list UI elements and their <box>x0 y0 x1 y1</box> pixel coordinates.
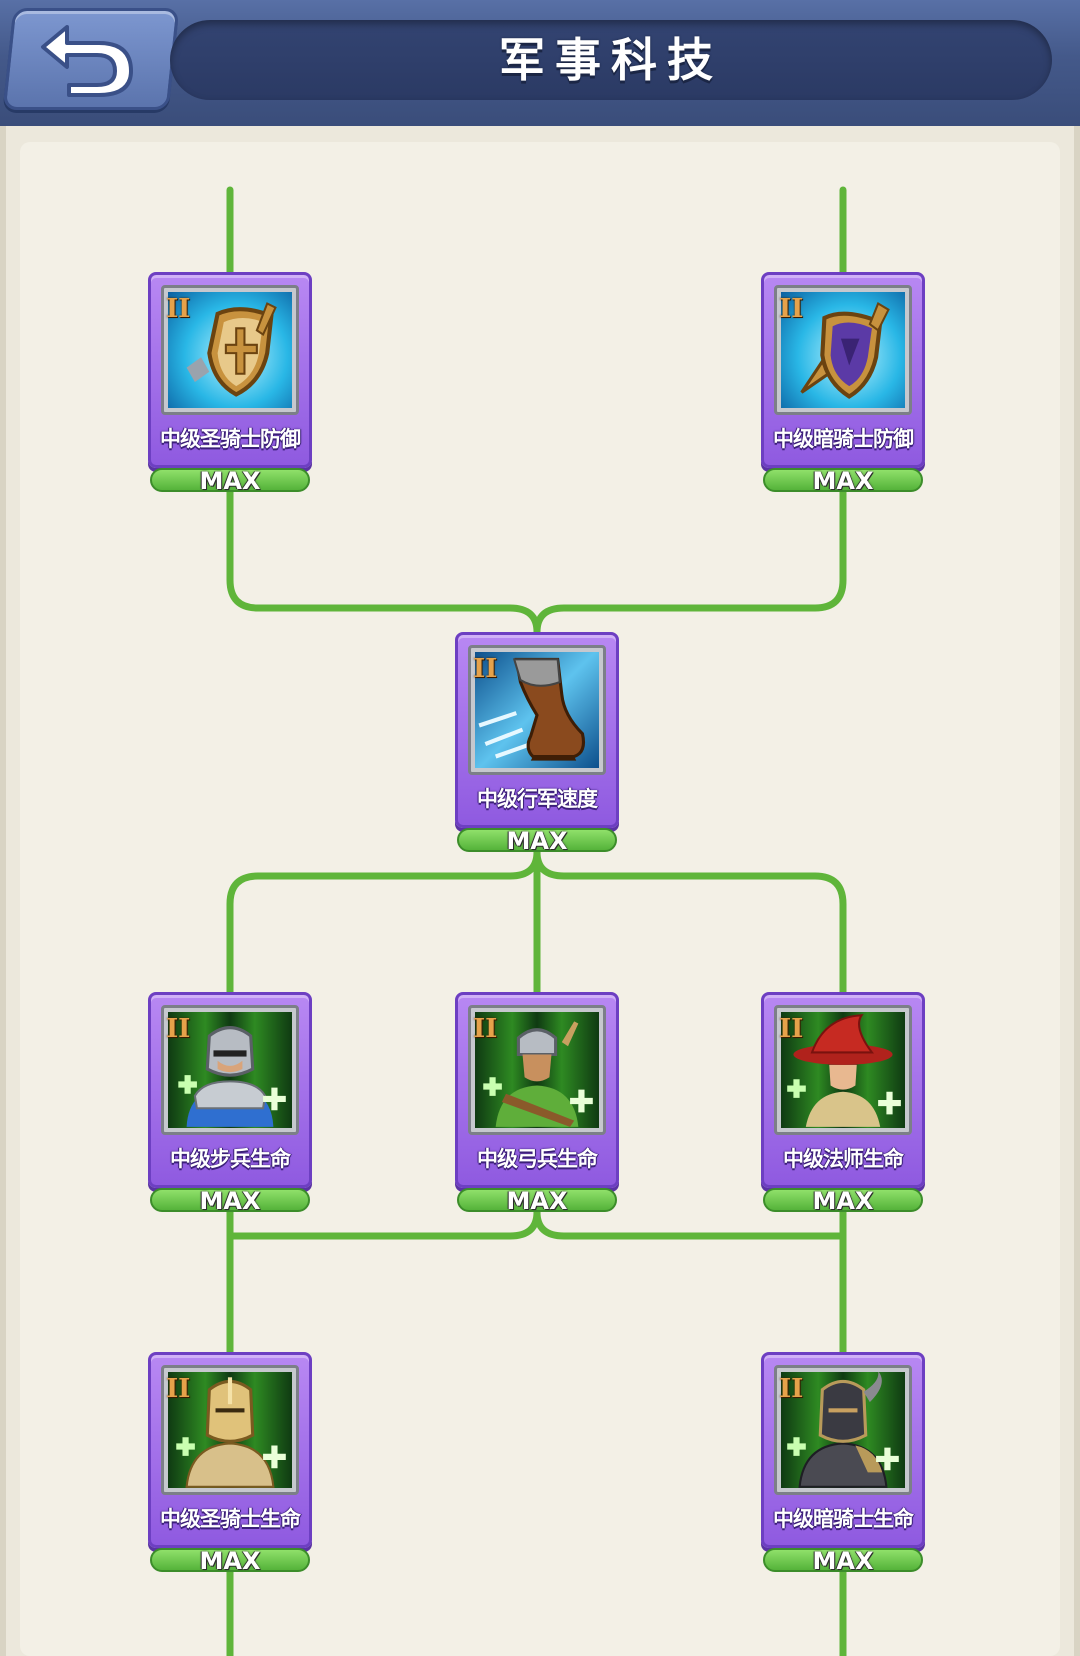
tech-name-label: 中级行军速度 <box>477 787 598 811</box>
tech-icon-frame: II <box>161 285 299 415</box>
back-button[interactable] <box>2 8 180 110</box>
tech-node-mage-life[interactable]: II 中级法师生命 MAX <box>761 992 925 1215</box>
level-text: MAX <box>199 1187 261 1215</box>
level-bar: MAX <box>763 1547 923 1575</box>
level-bar: MAX <box>763 1187 923 1215</box>
tier-badge: II <box>779 294 804 324</box>
tech-name-label: 中级弓兵生命 <box>477 1147 598 1171</box>
tech-name-label: 中级圣骑士防御 <box>160 427 301 451</box>
infantry-icon <box>168 1012 292 1128</box>
level-text: MAX <box>199 467 261 495</box>
tech-card: II 中级弓兵生命 <box>455 992 619 1188</box>
level-text: MAX <box>506 1187 568 1215</box>
tech-card: II 中级行军速度 <box>455 632 619 828</box>
connector-archer-split <box>226 1208 847 1240</box>
connector-paladin-def-to-march <box>226 488 541 636</box>
tier-badge: II <box>473 1014 498 1044</box>
tier-badge: II <box>166 294 191 324</box>
tech-icon-frame: II <box>774 1365 912 1495</box>
tech-name-label: 中级圣骑士生命 <box>160 1507 301 1531</box>
level-bar: MAX <box>457 827 617 855</box>
tech-icon-frame: II <box>774 1005 912 1135</box>
connector-march-to-infantry <box>226 848 541 996</box>
back-arrow-icon <box>41 25 133 97</box>
page-title: 军事科技 <box>499 33 723 87</box>
level-text: MAX <box>812 1547 874 1575</box>
level-text: MAX <box>812 467 874 495</box>
boot-icon <box>475 652 599 768</box>
level-bar: MAX <box>150 1187 310 1215</box>
tech-card: II 中级暗骑士防御 <box>761 272 925 468</box>
connector-dark-def-to-march <box>533 488 847 636</box>
title-bar: 军事科技 <box>170 20 1052 100</box>
dark-knight-shield-icon <box>781 292 905 408</box>
tech-name-label: 中级步兵生命 <box>170 1147 291 1171</box>
mage-icon <box>781 1012 905 1128</box>
tech-card: II 中级步兵生命 <box>148 992 312 1188</box>
level-bar: MAX <box>457 1187 617 1215</box>
tech-name-label: 中级暗骑士防御 <box>773 427 914 451</box>
connector-march-to-mage <box>533 848 847 996</box>
paladin-armor-icon <box>168 1372 292 1488</box>
tier-badge: II <box>473 654 498 684</box>
level-bar: MAX <box>763 467 923 495</box>
tier-badge: II <box>779 1374 804 1404</box>
tech-card: II 中级圣骑士防御 <box>148 272 312 468</box>
paladin-shield-icon <box>168 292 292 408</box>
level-bar: MAX <box>150 1547 310 1575</box>
tech-node-march-speed[interactable]: II 中级行军速度 MAX <box>455 632 619 855</box>
tech-card: II 中级暗骑士生命 <box>761 1352 925 1548</box>
level-text: MAX <box>812 1187 874 1215</box>
tier-badge: II <box>779 1014 804 1044</box>
tech-icon-frame: II <box>774 285 912 415</box>
tech-icon-frame: II <box>468 645 606 775</box>
tech-node-paladin-defense[interactable]: II 中级圣骑士防御 MAX <box>148 272 312 495</box>
tech-name-label: 中级法师生命 <box>783 1147 904 1171</box>
dark-knight-armor-icon <box>781 1372 905 1488</box>
level-bar: MAX <box>150 467 310 495</box>
tech-icon-frame: II <box>161 1365 299 1495</box>
tech-icon-frame: II <box>161 1005 299 1135</box>
tech-node-paladin-life[interactable]: II 中级圣骑士生命 MAX <box>148 1352 312 1575</box>
tech-card: II 中级法师生命 <box>761 992 925 1188</box>
tier-badge: II <box>166 1374 191 1404</box>
tech-node-infantry-life[interactable]: II 中级步兵生命 MAX <box>148 992 312 1215</box>
level-text: MAX <box>199 1547 261 1575</box>
tech-node-dark-knight-life[interactable]: II 中级暗骑士生命 MAX <box>761 1352 925 1575</box>
tech-name-label: 中级暗骑士生命 <box>773 1507 914 1531</box>
tech-card: II 中级圣骑士生命 <box>148 1352 312 1548</box>
tech-icon-frame: II <box>468 1005 606 1135</box>
tier-badge: II <box>166 1014 191 1044</box>
header-bar: 军事科技 <box>0 0 1080 130</box>
level-text: MAX <box>506 827 568 855</box>
archer-icon <box>475 1012 599 1128</box>
tech-node-dark-knight-defense[interactable]: II 中级暗骑士防御 MAX <box>761 272 925 495</box>
tech-node-archer-life[interactable]: II 中级弓兵生命 MAX <box>455 992 619 1215</box>
